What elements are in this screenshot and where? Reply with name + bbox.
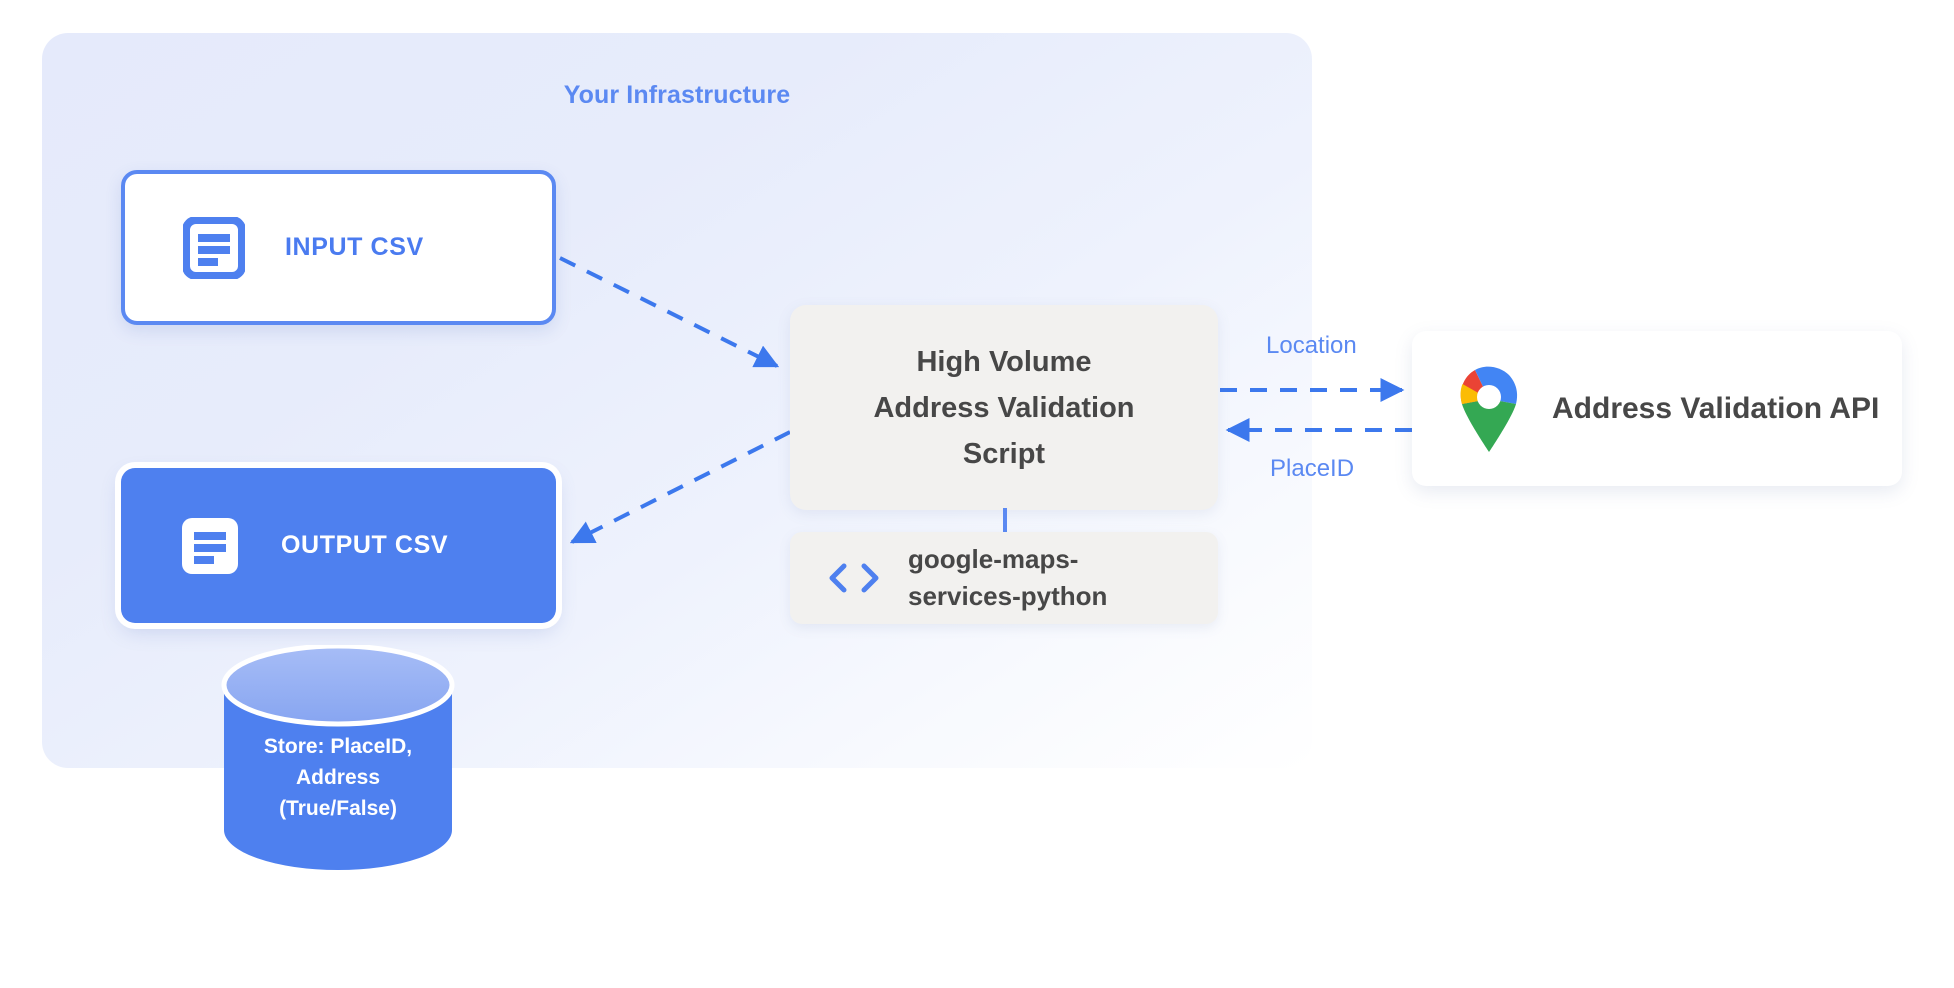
document-icon [179, 515, 241, 577]
infrastructure-panel-title: Your Infrastructure [563, 81, 791, 109]
address-validation-api-label: Address Validation API [1552, 391, 1880, 425]
node-validation-script[interactable]: High Volume Address Validation Script [790, 305, 1218, 510]
edge-label-location: Location [1266, 332, 1357, 359]
google-maps-pin-icon [1456, 366, 1522, 452]
edge-label-placeid: PlaceID [1270, 455, 1355, 482]
node-output-csv[interactable]: OUTPUT CSV [121, 468, 556, 623]
edge-script-to-library [1003, 508, 1007, 540]
node-database[interactable]: Store: PlaceID, Address (True/False) [218, 645, 458, 870]
client-library-label: google-maps- services-python [908, 541, 1107, 615]
script-label-line1: High Volume [916, 345, 1092, 378]
node-input-csv[interactable]: INPUT CSV [121, 170, 556, 325]
output-csv-label: OUTPUT CSV [281, 531, 449, 559]
input-csv-label: INPUT CSV [285, 233, 424, 261]
client-library-label-line1: google-maps- [908, 544, 1079, 574]
node-client-library[interactable]: google-maps- services-python [790, 532, 1218, 624]
client-library-label-line2: services-python [908, 581, 1108, 611]
script-label-line3: Script [962, 437, 1046, 470]
code-brackets-icon [826, 558, 882, 598]
script-label-line2: Address Validation [873, 391, 1135, 424]
node-address-validation-api[interactable]: Address Validation API [1412, 331, 1902, 486]
document-icon [182, 215, 246, 280]
